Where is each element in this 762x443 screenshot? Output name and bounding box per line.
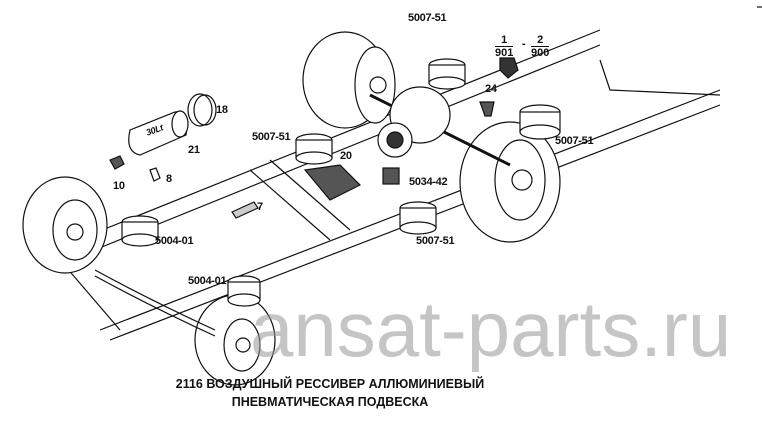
rear-right-wheel [459,121,561,243]
callout-fraction-2: 2 900 [531,34,550,59]
callout-5007-51-top: 5007-51 [408,12,447,24]
fraction-1-num: 1 [495,34,514,47]
callout-8: 8 [166,173,172,185]
air-springs [121,58,561,307]
callout-5007-51-left: 5007-51 [252,131,291,143]
title-line-2: ПНЕВМАТИЧЕСКАЯ ПОДВЕСКА [231,395,429,409]
callout-5007-51-center: 5007-51 [416,235,455,247]
rear-left-wheel [302,31,396,129]
callout-20: 20 [340,150,352,162]
callout-5034-42: 5034-42 [409,176,448,188]
callout-fraction-1: 1 901 [495,34,514,59]
fraction-2-num: 2 [531,34,550,47]
callout-5004-01-upper: 5004-01 [155,235,194,247]
title-line-1: 2116 ВОЗДУШНЫЙ РЕССИВЕР АЛЛЮМИНИЕВЫЙ [175,377,485,391]
callout-18: 18 [216,104,228,116]
air-receiver [128,110,189,156]
clamp-ring [187,93,217,127]
callout-24: 24 [485,83,497,95]
fraction-separator: - [522,38,526,50]
differential [369,86,511,167]
fraction-1-den: 901 [495,47,514,59]
front-leaf-spring [94,269,216,337]
callout-21: 21 [188,144,200,156]
front-right-wheel [194,294,276,386]
watermark: ansat-parts.ru [250,285,732,373]
small-valves [109,57,519,219]
front-left-wheel [22,176,108,274]
callout-5007-51-right: 5007-51 [555,135,594,147]
callout-10: 10 [113,180,125,192]
fraction-2-den: 900 [531,47,550,59]
callout-7: 7 [257,201,263,213]
valve-block [303,164,362,201]
callout-5004-01-lower: 5004-01 [188,275,227,287]
